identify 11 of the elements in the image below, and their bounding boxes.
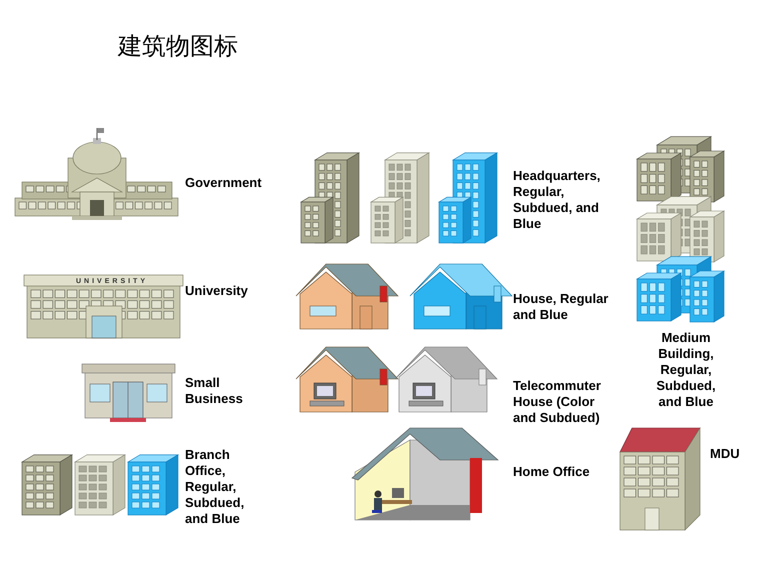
building-label: Home Office [513, 464, 591, 480]
building-label: MDU [710, 446, 741, 462]
page-title: 建筑物图标 [118, 31, 238, 62]
building-label: Government [185, 175, 263, 191]
building-label: Branch Office, Regular, Subdued, and Blue [185, 447, 246, 527]
building-label: House, Regular and Blue [513, 291, 610, 323]
building-label: University [185, 283, 249, 299]
building-label: Medium Building, Regular, Subdued, and Blue [655, 330, 717, 410]
building-label: Headquarters, Regular, Subdued, and Blue [513, 168, 602, 232]
building-label: Small Business [185, 375, 244, 407]
building-label: Telecommuter House (Color and Subdued) [513, 378, 602, 426]
